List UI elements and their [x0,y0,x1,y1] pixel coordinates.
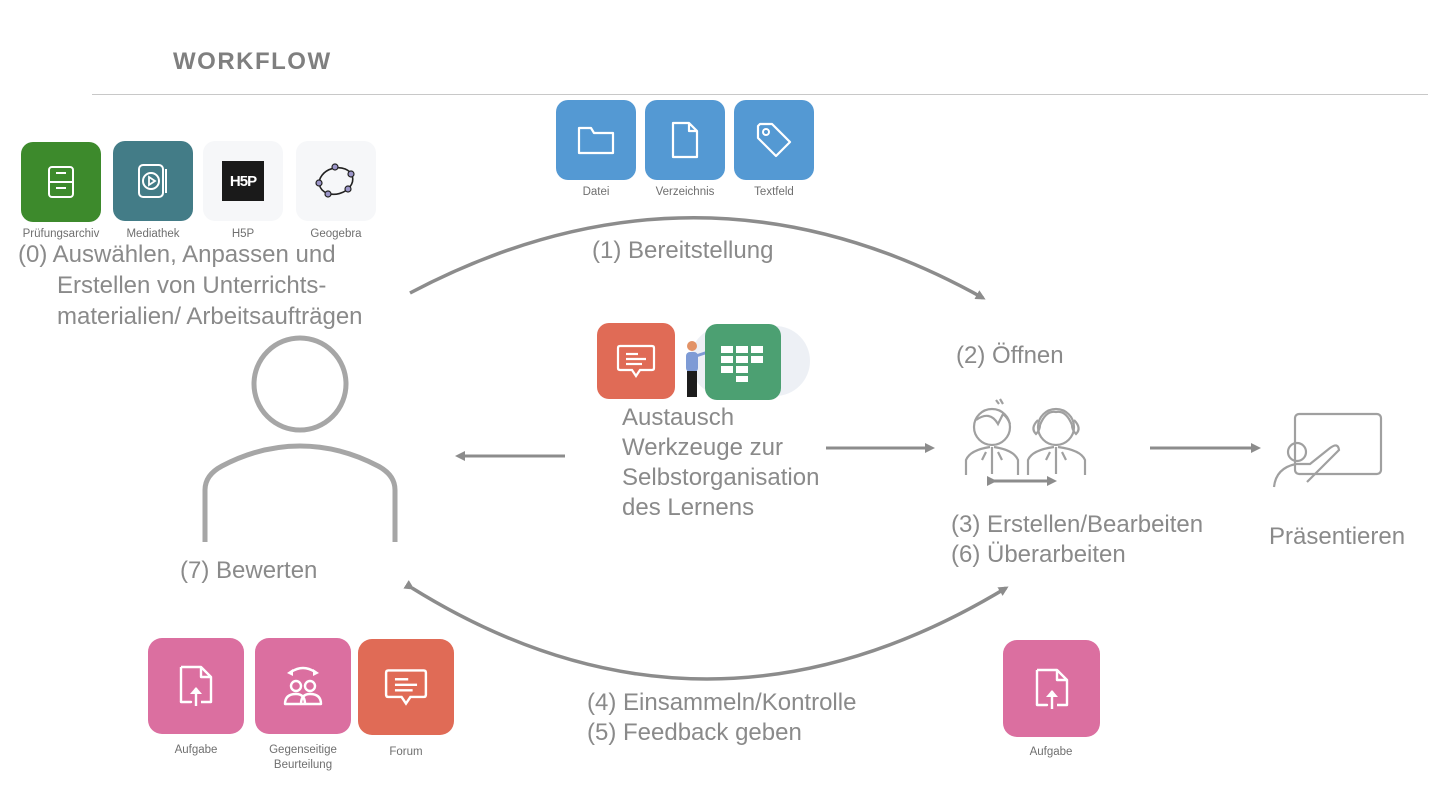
tool-label: Datei [582,186,610,198]
present-label: Präsentieren [1269,523,1406,550]
step-3-label: (3) Erstellen/Bearbeiten [951,511,1204,538]
tool-pruefungsarchiv[interactable] [21,142,101,222]
tool-mediathek[interactable] [113,141,193,221]
step-1-label: (1) Bereitstellung [592,237,774,264]
step-2-label: (2) Öffnen [956,342,1064,369]
media-play-icon [138,164,167,198]
tool-label: Aufgabe [174,744,218,756]
step-6-label: (6) Überarbeiten [951,541,1126,568]
tag-icon [756,122,792,158]
step-7-label: (7) Bewerten [180,557,318,584]
center-line-1: Austausch [622,404,735,431]
tool-label: Forum [389,746,423,758]
arrow-feedback-loop [403,580,1009,681]
forum-chat-icon [616,344,656,378]
h5p-logo-icon: H5P [222,161,264,201]
students-pair-icon [964,398,1087,475]
page-title: WORKFLOW [173,48,332,75]
tool-aufgabe-student[interactable] [1003,640,1100,737]
step-5-label: (5) Feedback geben [587,719,802,746]
tool-textfeld[interactable] [734,100,814,180]
assignment-upload-icon [1035,668,1068,709]
folder-icon [577,126,615,155]
forum-chat-icon [384,669,428,706]
center-line-4: des Lernens [622,494,755,521]
tool-label: Prüfungsarchiv [22,228,100,240]
tool-gegenseitige-beurteilung[interactable] [255,638,351,734]
tool-h5p[interactable]: H5P [203,141,283,221]
tool-label: H5P [231,228,255,240]
arrow-bereitstellung [409,216,986,300]
tool-label: Aufgabe [1029,746,1073,758]
presentation-board-icon [1272,412,1383,488]
tool-label: Gegenseitige Beurteilung [269,744,337,771]
tool-aufgabe[interactable] [148,638,244,734]
tool-forum[interactable] [358,639,454,735]
tool-label: Mediathek [126,228,180,240]
title-divider [92,94,1428,95]
tool-label: Verzeichnis [655,186,715,198]
geogebra-logo-icon [315,163,355,198]
step-0-line-1: (0) Auswählen, Anpassen und [18,241,336,268]
tool-label: Textfeld [754,186,794,198]
center-line-2: Werkzeuge zur [622,434,783,461]
board-grid-icon [721,346,763,382]
tool-forum-center[interactable] [597,323,675,399]
document-icon [671,121,699,159]
step-0-line-3: materialien/ Arbeitsaufträgen [57,303,363,330]
tool-geogebra[interactable] [296,141,376,221]
assignment-upload-icon [179,665,213,706]
archive-drawer-icon [48,166,74,198]
tool-datei[interactable] [556,100,636,180]
peer-review-icon [283,666,323,706]
tool-label: Geogebra [310,228,362,240]
teacher-person-icon [202,335,398,542]
step-0-line-2: Erstellen von Unterrichts- [57,272,327,299]
tool-board-center[interactable] [705,324,781,400]
tool-verzeichnis[interactable] [645,100,725,180]
step-4-label: (4) Einsammeln/Kontrolle [587,689,857,716]
center-line-3: Selbstorganisation [622,464,820,491]
